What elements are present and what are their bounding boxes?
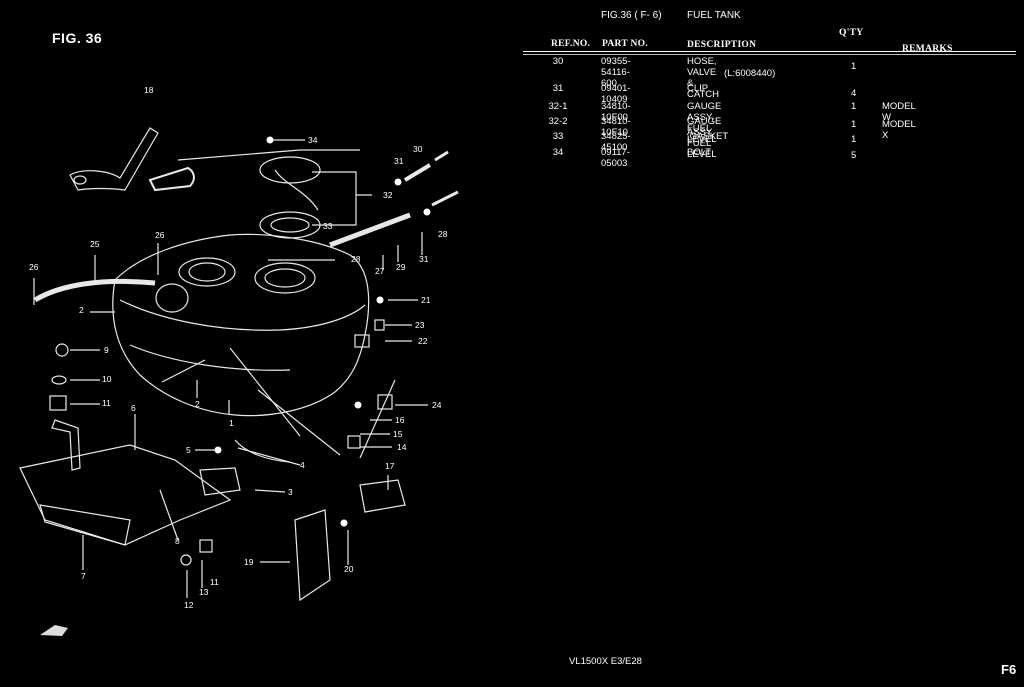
callout-17: 17: [385, 461, 395, 471]
ref-no: 31: [552, 83, 564, 94]
description: GAUGE ASSY, FUEL LEVEL: [687, 101, 722, 145]
callout-22: 22: [418, 336, 428, 346]
callout-31: 31: [394, 156, 404, 166]
remarks: MODEL W: [882, 101, 916, 123]
part-no: 34810-10F00: [601, 101, 631, 123]
callout-31: 31: [419, 254, 429, 264]
callout-2: 2: [195, 399, 200, 409]
callout-16: 16: [395, 415, 405, 425]
assembly-title: FUEL TANK: [687, 10, 741, 21]
quantity: 5: [851, 150, 857, 161]
figure-label: FIG. 36: [52, 30, 103, 46]
callout-8: 8: [175, 536, 180, 546]
remarks: MODEL X: [882, 119, 916, 141]
column-header-remarks: REMARKS: [902, 44, 953, 54]
part-no: 09355-54116-600: [601, 56, 631, 89]
part-no: 34825-45100: [601, 131, 631, 153]
callout-12: 12: [184, 600, 194, 610]
callout-34: 34: [308, 135, 318, 145]
description: HOSE, VALVE & CATCH: [687, 56, 720, 100]
part-no: 34810-10F10: [601, 116, 631, 138]
description: CLIP: [687, 83, 709, 94]
callout-20: 20: [344, 564, 354, 574]
callout-25: 25: [90, 239, 100, 249]
description: BOLT: [687, 147, 712, 158]
callout-28: 28: [351, 254, 361, 264]
column-header-quantity: Q'TY: [839, 28, 864, 38]
callout-18: 18: [144, 85, 154, 95]
callout-33: 33: [323, 221, 333, 231]
callout-11: 11: [102, 398, 111, 408]
ref-no: 32-2: [548, 116, 568, 127]
header-rule: [523, 51, 1016, 52]
description: .GASKET: [687, 131, 729, 142]
callout-19: 19: [244, 557, 254, 567]
callout-24: 24: [432, 400, 442, 410]
quantity: 1: [851, 61, 857, 72]
callout-15: 15: [393, 429, 403, 439]
callout-11: 11: [210, 577, 219, 587]
callout-4: 4: [300, 460, 305, 470]
callout-14: 14: [397, 442, 407, 452]
ref-no: 33: [552, 131, 564, 142]
callout-13: 13: [199, 587, 209, 597]
column-header-ref-no: REF.NO.: [551, 39, 591, 49]
callout-6: 6: [131, 403, 136, 413]
column-header-description: DESCRIPTION: [687, 40, 757, 50]
callout-23: 23: [415, 320, 425, 330]
header-rule-secondary: [523, 54, 1016, 55]
callout-1: 1: [229, 418, 234, 428]
callout-2: 2: [79, 305, 84, 315]
page-number: F6: [1001, 662, 1017, 677]
callout-26: 26: [29, 262, 39, 272]
ref-no: 32-1: [548, 101, 568, 112]
callout-21: 21: [421, 295, 431, 305]
callout-32: 32: [383, 190, 393, 200]
figure-reference: FIG.36 ( F- 6): [601, 10, 662, 21]
callout-29: 29: [396, 262, 406, 272]
callout-9: 9: [104, 345, 109, 355]
description-note: (L:6008440): [724, 68, 776, 79]
quantity: 1: [851, 134, 857, 145]
ref-no: 30: [552, 56, 564, 67]
ref-no: 34: [552, 147, 564, 158]
callout-28: 28: [438, 229, 448, 239]
quantity: 1: [851, 119, 857, 130]
callout-27: 27: [375, 266, 385, 276]
model-footer: VL1500X E3/E28: [569, 656, 642, 667]
callout-10: 10: [102, 374, 112, 384]
quantity: 1: [851, 101, 857, 112]
callout-5: 5: [186, 445, 191, 455]
quantity: 4: [851, 88, 857, 99]
callout-30: 30: [413, 144, 423, 154]
part-no: 09117-05003: [601, 147, 630, 169]
callout-3: 3: [288, 487, 293, 497]
callout-26: 26: [155, 230, 165, 240]
description: GAUGE ASSY, FUEL LEVEL: [687, 116, 722, 160]
column-header-part-no: PART NO.: [602, 39, 649, 49]
part-no: 09401-10409: [601, 83, 631, 105]
callout-7: 7: [81, 571, 86, 581]
